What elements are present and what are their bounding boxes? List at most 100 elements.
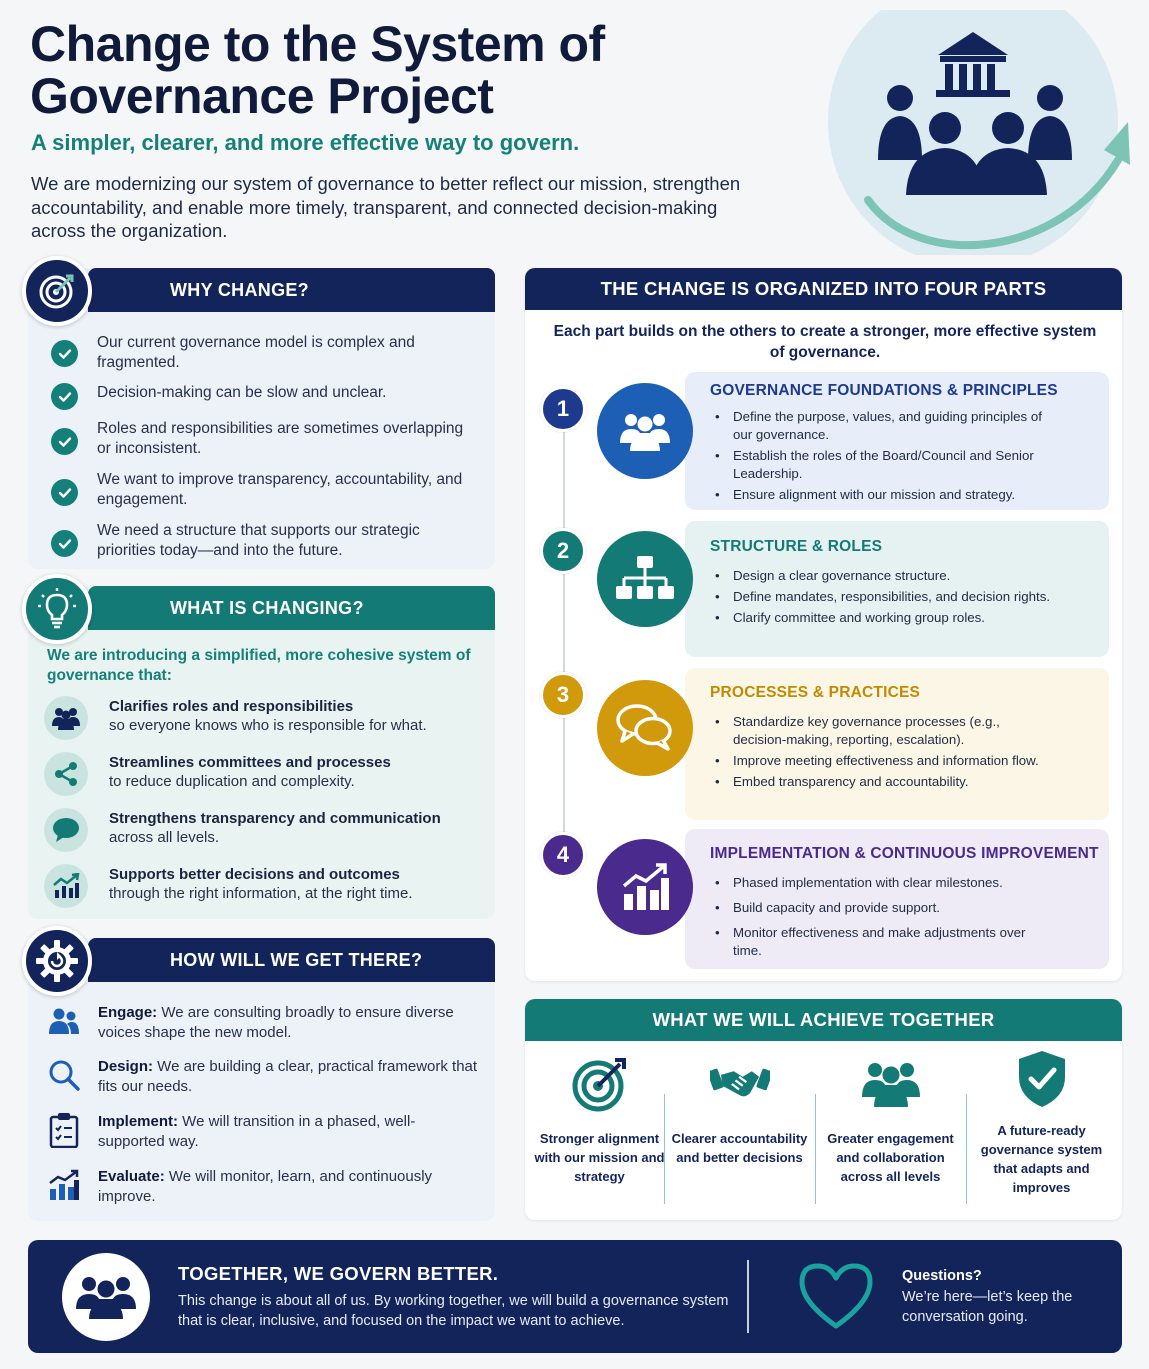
what-is-changing-lead: We are introducing a simplified, more co… [47, 647, 471, 684]
part-title: PROCESSES & PRACTICES [710, 684, 921, 701]
how-item-text: Implement: We will transition in a phase… [98, 1112, 478, 1151]
handshake-icon [709, 1054, 770, 1114]
how-item-body: We will transition in a phased, well-sup… [98, 1113, 416, 1150]
trend-chart-icon [597, 839, 693, 935]
how-item-text: Evaluate: We will monitor, learn, and co… [98, 1167, 478, 1206]
bar-chart-icon [46, 1167, 82, 1203]
achieve-text: A future-ready governance system that ad… [980, 1123, 1103, 1195]
governance-meeting-illustration [828, 10, 1130, 255]
part-number: 1 [540, 386, 586, 432]
why-item-text: Our current governance model is complex … [97, 334, 415, 371]
magnifier-icon [46, 1057, 82, 1093]
achieve-together-card: WHAT WE WILL ACHIEVE TOGETHER Stronger a… [525, 999, 1122, 1220]
why-change-heading: WHY CHANGE? [88, 268, 495, 312]
checkmark-icon [51, 340, 78, 367]
change-item-sub: to reduce duplication and complexity. [109, 773, 355, 790]
how-item-label: Design: [98, 1058, 154, 1075]
change-item-sub: through the right information, at the ri… [109, 885, 413, 902]
why-item-text: Decision-making can be slow and unclear. [97, 384, 387, 401]
divider [664, 1094, 665, 1204]
checkmark-icon [51, 530, 78, 557]
lightbulb-icon [22, 574, 92, 644]
checkmark-icon [51, 428, 78, 455]
bullet-item: Establish the roles of the Board/Council… [715, 447, 1055, 483]
how-item-text: Engage: We are consulting broadly to ens… [98, 1003, 478, 1042]
how-item-body: We will monitor, learn, and continuously… [98, 1168, 433, 1205]
divider [815, 1094, 816, 1204]
why-item-text: We need a structure that supports our st… [97, 522, 420, 559]
share-nodes-icon [44, 752, 88, 796]
bullet-item: Improve meeting effectiveness and inform… [715, 752, 1055, 770]
part-number: 3 [540, 672, 586, 718]
achieve-heading: WHAT WE WILL ACHIEVE TOGETHER [525, 999, 1122, 1041]
how-item-text: Design: We are building a clear, practic… [98, 1057, 478, 1096]
org-chart-icon [597, 531, 693, 627]
heart-icon [799, 1263, 873, 1329]
change-item-title: Streamlines committees and processes [109, 754, 391, 771]
four-parts-card: THE CHANGE IS ORGANIZED INTO FOUR PARTS … [525, 268, 1122, 981]
questions-label: Questions? [902, 1268, 982, 1284]
part-number: 4 [540, 832, 586, 878]
how-item-body: We are building a clear, practical frame… [98, 1058, 478, 1095]
bullet-item: Define mandates, responsibilities, and d… [715, 588, 1055, 606]
part-title: IMPLEMENTATION & CONTINUOUS IMPROVEMENT [710, 845, 1099, 862]
page-title: Change to the System of Governance Proje… [30, 16, 605, 124]
change-item-title: Strengthens transparency and communicati… [109, 810, 441, 827]
achieve-item: Clearer accountability and better decisi… [667, 1054, 812, 1204]
what-is-changing-card: WHAT IS CHANGING? We are introducing a s… [28, 586, 495, 919]
timeline-line [563, 418, 565, 858]
footer-banner: TOGETHER, WE GOVERN BETTER. This change … [28, 1240, 1122, 1353]
how-heading: HOW WILL WE GET THERE? [88, 938, 495, 982]
bullet-item: Clarify committee and working group role… [715, 609, 1055, 627]
bullet-item: Define the purpose, values, and guiding … [715, 408, 1055, 444]
bullet-item: Build capacity and provide support. [715, 899, 1055, 917]
why-item-text: We want to improve transparency, account… [97, 471, 463, 508]
part-bullets: Define the purpose, values, and guiding … [715, 408, 1055, 507]
change-item-sub: so everyone knows who is responsible for… [109, 717, 427, 734]
group-icon [597, 383, 693, 479]
people-icon [62, 1253, 150, 1341]
shield-check-icon [1012, 1049, 1072, 1109]
chat-bubble-icon [44, 808, 88, 852]
gear-icon [22, 926, 92, 996]
bullet-item: Design a clear governance structure. [715, 567, 1055, 585]
target-icon [570, 1054, 630, 1114]
achieve-item: Stronger alignment with our mission and … [527, 1054, 672, 1204]
how-item-label: Implement: [98, 1113, 179, 1130]
clipboard-icon [46, 1112, 82, 1148]
page-subtitle: A simpler, clearer, and more effective w… [31, 130, 580, 155]
intro-paragraph: We are modernizing our system of governa… [31, 173, 741, 241]
four-parts-lead: Each part builds on the others to create… [553, 323, 1097, 361]
change-item-sub: across all levels. [109, 829, 220, 846]
achieve-text: Greater engagement and collaboration acr… [827, 1131, 954, 1184]
achieve-text: Stronger alignment with our mission and … [534, 1131, 665, 1184]
how-item-label: Engage: [98, 1004, 158, 1021]
footer-body: This change is about all of us. By worki… [178, 1293, 729, 1329]
achieve-item: A future-ready governance system that ad… [969, 1049, 1114, 1199]
achieve-text: Clearer accountability and better decisi… [671, 1131, 808, 1165]
growth-chart-icon [44, 864, 88, 908]
how-item-body: We are consulting broadly to ensure dive… [98, 1004, 454, 1041]
footer-title: TOGETHER, WE GOVERN BETTER. [178, 1263, 499, 1284]
change-item-title: Supports better decisions and outcomes [109, 866, 400, 883]
speech-bubbles-icon [597, 680, 693, 776]
part-number: 2 [540, 528, 586, 574]
checkmark-icon [51, 383, 78, 410]
part-title: STRUCTURE & ROLES [710, 538, 883, 555]
how-will-we-get-there-card: HOW WILL WE GET THERE? Engage: We are co… [28, 938, 495, 1221]
bullet-item: Ensure alignment with our mission and st… [715, 486, 1055, 504]
why-change-card: WHY CHANGE? Our current governance model… [28, 268, 495, 569]
part-title: GOVERNANCE FOUNDATIONS & PRINCIPLES [710, 382, 1058, 399]
divider [966, 1094, 967, 1204]
target-icon [22, 256, 92, 326]
achieve-item: Greater engagement and collaboration acr… [818, 1054, 963, 1204]
people-icon [44, 696, 88, 740]
bullet-item: Phased implementation with clear milesto… [715, 874, 1055, 892]
checkmark-icon [51, 479, 78, 506]
divider [747, 1260, 749, 1333]
people-icon [861, 1054, 921, 1114]
why-item-text: Roles and responsibilities are sometimes… [97, 420, 464, 457]
part-bullets: Phased implementation with clear milesto… [715, 874, 1055, 963]
questions-body: We’re here—let’s keep the conversation g… [902, 1289, 1073, 1325]
part-bullets: Design a clear governance structure. Def… [715, 567, 1055, 630]
